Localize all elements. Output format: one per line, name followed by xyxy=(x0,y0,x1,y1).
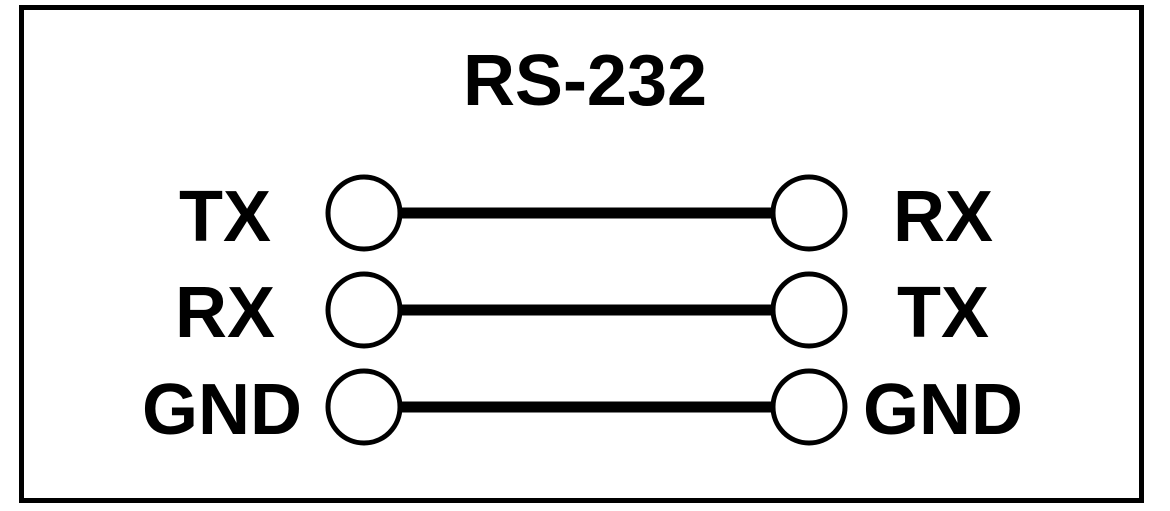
left-pin-label-1: TX xyxy=(179,177,271,257)
left-pin-circle-3 xyxy=(325,368,403,446)
right-pin-label-3: GND xyxy=(863,370,1023,450)
left-pin-circle-1 xyxy=(325,174,403,252)
right-pin-circle-2 xyxy=(770,271,848,349)
right-pin-label-2: TX xyxy=(897,273,989,353)
left-pin-label-2: RX xyxy=(175,273,275,353)
left-pin-label-3: GND xyxy=(142,370,302,450)
connection-row-2: RX TX xyxy=(175,271,989,353)
connection-row-1: TX RX xyxy=(179,174,993,257)
diagram-title: RS-232 xyxy=(463,41,707,121)
right-pin-circle-3 xyxy=(770,368,848,446)
left-pin-circle-2 xyxy=(325,271,403,349)
right-pin-label-1: RX xyxy=(893,177,993,257)
connection-row-3: GND GND xyxy=(142,368,1023,450)
right-pin-circle-1 xyxy=(770,174,848,252)
diagram-frame xyxy=(19,5,1144,503)
